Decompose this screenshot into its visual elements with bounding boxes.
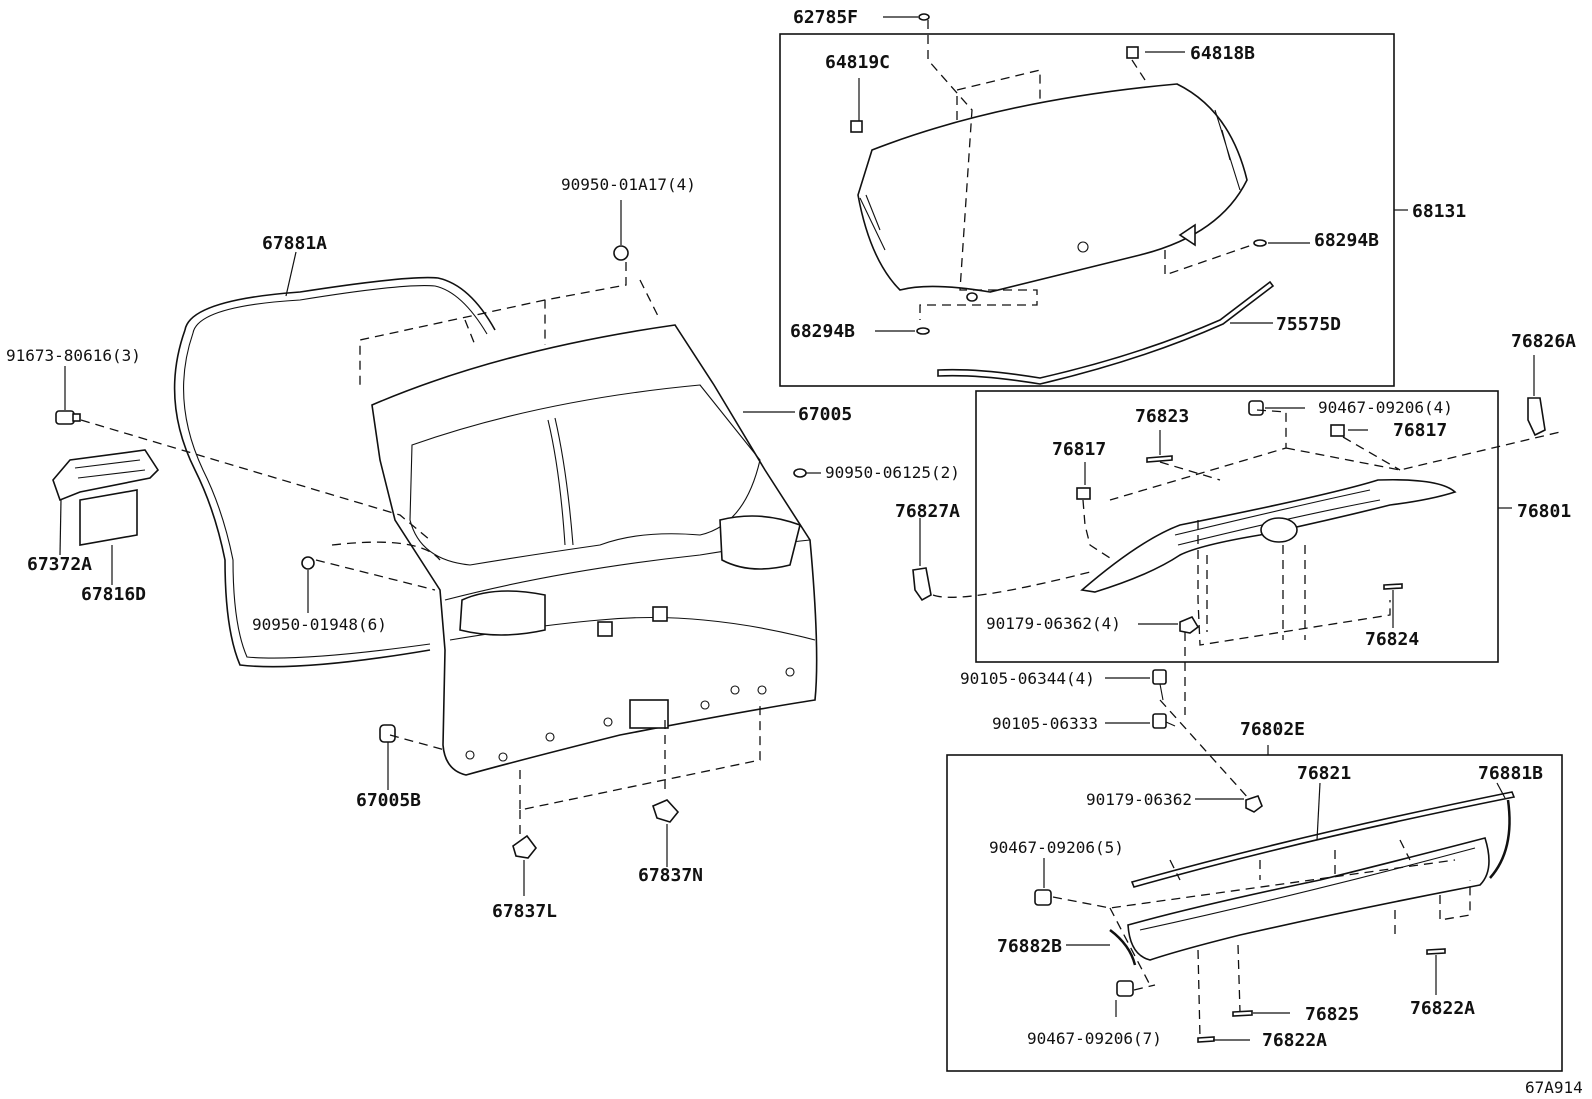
clip-90467-4 xyxy=(1248,400,1264,416)
garnish-76821 xyxy=(1130,791,1516,888)
nut-90179 xyxy=(1245,795,1263,813)
clip-90467-7 xyxy=(1116,980,1134,997)
grommet-90950-01A17 xyxy=(613,245,629,261)
label-91673-80616: 91673-80616(3) xyxy=(6,346,141,365)
label-76882B: 76882B xyxy=(997,936,1062,957)
plug-90950-01948 xyxy=(301,556,315,570)
moulding-75575D xyxy=(937,280,1275,385)
garnish-76802E-lower xyxy=(1127,837,1490,961)
clip-64819C xyxy=(850,120,863,133)
label-76801: 76801 xyxy=(1517,501,1571,522)
label-64818B: 64818B xyxy=(1190,43,1255,64)
tape-76825 xyxy=(1232,1010,1253,1017)
label-90467-09206-4: 90467-09206(4) xyxy=(1318,398,1453,417)
label-76817-left: 76817 xyxy=(1052,439,1106,460)
label-76802E: 76802E xyxy=(1240,719,1305,740)
tape-76822A-bottom xyxy=(1197,1036,1215,1043)
back-door-glass xyxy=(857,83,1248,302)
plate-67816D xyxy=(79,489,138,546)
label-64819C: 64819C xyxy=(825,52,890,73)
label-67005: 67005 xyxy=(798,404,852,425)
label-90950-01A17: 90950-01A17(4) xyxy=(561,175,696,194)
seal-76881B xyxy=(1489,799,1511,879)
bolt-91673-80616 xyxy=(55,410,81,425)
label-76881B: 76881B xyxy=(1478,763,1543,784)
label-90105-06333: 90105-06333 xyxy=(992,714,1098,733)
clip-64818B xyxy=(1126,46,1139,59)
back-door-panel xyxy=(371,324,818,776)
label-76827A: 76827A xyxy=(895,501,960,522)
clip-76817-right xyxy=(1330,424,1345,437)
label-90179-06362-4: 90179-06362(4) xyxy=(986,614,1121,633)
label-67816D: 67816D xyxy=(81,584,146,605)
pad-68294B-left xyxy=(916,327,930,335)
label-90179-06362: 90179-06362 xyxy=(1086,790,1192,809)
label-76822A-bottom: 76822A xyxy=(1262,1030,1327,1051)
label-90950-06125: 90950-06125(2) xyxy=(825,463,960,482)
bracket-76826A xyxy=(1527,397,1546,437)
lower-garnish-assembly-box xyxy=(946,754,1563,1072)
bracket-76827A xyxy=(912,567,932,602)
tape-76822A-right xyxy=(1426,948,1446,955)
clip-67837N xyxy=(652,799,680,823)
label-76821: 76821 xyxy=(1297,763,1351,784)
label-90950-01948: 90950-01948(6) xyxy=(252,615,387,634)
garnish-assembly-box xyxy=(975,390,1499,663)
cushion-67005B xyxy=(379,724,396,743)
label-90467-09206-5: 90467-09206(5) xyxy=(989,838,1124,857)
pad-68294B-right xyxy=(1253,239,1267,247)
label-76817-right: 76817 xyxy=(1393,420,1447,441)
bolt-90105-06333 xyxy=(1152,713,1176,729)
label-76824: 76824 xyxy=(1365,629,1419,650)
clip-90467-5 xyxy=(1034,889,1052,906)
label-68294B-right: 68294B xyxy=(1314,230,1379,251)
tape-76823 xyxy=(1146,455,1173,463)
leader-lines xyxy=(59,16,1535,1041)
label-90105-06344: 90105-06344(4) xyxy=(960,669,1095,688)
label-67837N: 67837N xyxy=(638,865,703,886)
tape-76824 xyxy=(1383,583,1403,590)
hinge-67372A xyxy=(52,449,160,502)
label-67005B: 67005B xyxy=(356,790,421,811)
garnish-76801 xyxy=(1080,478,1457,593)
nut-90179-4 xyxy=(1179,615,1200,634)
label-76826A: 76826A xyxy=(1511,331,1576,352)
label-90467-09206-7: 90467-09206(7) xyxy=(1027,1029,1162,1048)
seal-76882B xyxy=(1109,929,1137,966)
label-67372A: 67372A xyxy=(27,554,92,575)
label-68294B-left: 68294B xyxy=(790,321,855,342)
label-75575D: 75575D xyxy=(1276,314,1341,335)
bolt-90105-06344 xyxy=(1152,669,1167,701)
pin-62785F xyxy=(918,13,930,21)
clip-67837L xyxy=(512,834,538,859)
clip-76817-left xyxy=(1076,487,1091,500)
label-67837L: 67837L xyxy=(492,901,557,922)
label-62785F: 62785F xyxy=(793,7,858,28)
weatherstrip-67881A xyxy=(173,276,496,668)
label-68131: 68131 xyxy=(1412,201,1466,222)
figure-code: 67A914 xyxy=(1525,1078,1583,1097)
label-76823: 76823 xyxy=(1135,406,1189,427)
label-76825: 76825 xyxy=(1305,1004,1359,1025)
plug-90950-06125 xyxy=(793,468,807,478)
label-76822A-right: 76822A xyxy=(1410,998,1475,1019)
label-67881A: 67881A xyxy=(262,233,327,254)
